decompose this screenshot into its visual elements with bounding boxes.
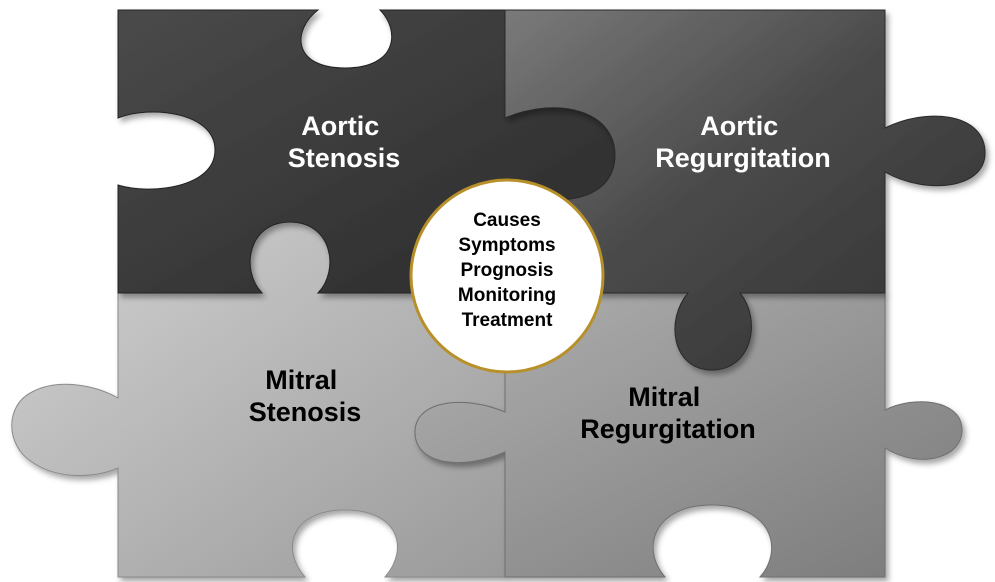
label-mitral-stenosis-line-2: Stenosis bbox=[249, 397, 362, 427]
label-mitral-regurgitation-line-1: Mitral bbox=[628, 382, 700, 412]
label-mitral-stenosis-line-1: Mitral bbox=[265, 365, 337, 395]
label-mitral-regurgitation-line-2: Regurgitation bbox=[580, 414, 756, 444]
label-aortic-stenosis-line-2: Stenosis bbox=[288, 143, 401, 173]
center-item-symptoms: Symptoms bbox=[458, 235, 555, 256]
center-item-monitoring: Monitoring bbox=[458, 285, 556, 306]
label-aortic-regurgitation-line-1: Aortic bbox=[700, 111, 778, 141]
center-item-prognosis: Prognosis bbox=[461, 260, 554, 281]
center-item-causes: Causes bbox=[473, 210, 541, 231]
center-item-treatment: Treatment bbox=[462, 310, 553, 331]
label-aortic-stenosis-line-1: Aortic bbox=[301, 111, 379, 141]
label-aortic-regurgitation-line-2: Regurgitation bbox=[655, 143, 831, 173]
